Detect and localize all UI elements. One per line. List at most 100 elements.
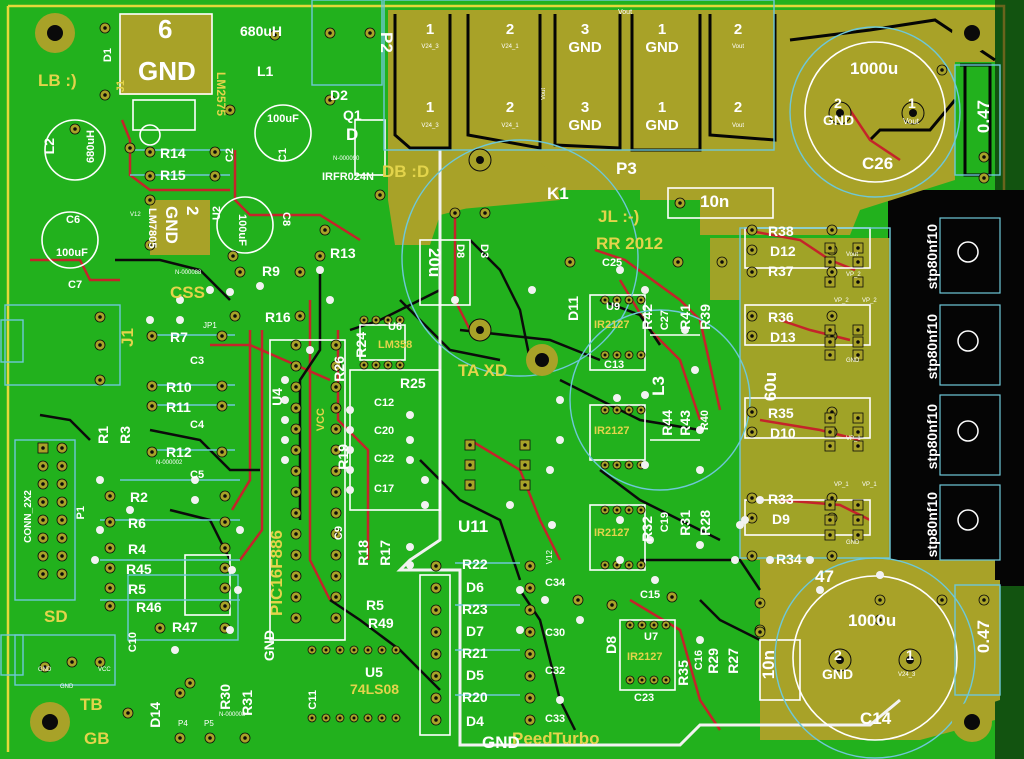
- drill-hole: [856, 533, 860, 537]
- 74ls08-label: 74LS08: [350, 681, 400, 697]
- drill-hole: [528, 696, 532, 700]
- drill-hole: [108, 604, 112, 608]
- drill-hole: [223, 494, 227, 498]
- ir2127-u10-label: IR2127: [594, 425, 630, 437]
- drill-hole: [294, 364, 298, 368]
- drill-hole: [338, 716, 342, 720]
- drill-hole: [41, 554, 45, 558]
- c4-label: C4: [190, 419, 205, 431]
- d7-label: D7: [466, 623, 484, 639]
- d5-label: D5: [466, 667, 484, 683]
- drill-hole: [362, 318, 366, 322]
- lm2575-label: LM2575: [214, 72, 228, 117]
- drill-hole: [483, 211, 487, 215]
- r30-label: R30: [217, 684, 233, 710]
- drill-hole: [394, 648, 398, 652]
- cap-10n-bottom: 10n: [759, 650, 778, 680]
- drill-hole: [334, 385, 338, 389]
- via: [741, 516, 749, 524]
- n000088-net: N-000088: [175, 270, 202, 276]
- r49-label: R49: [368, 615, 394, 631]
- vp2-net-c: VP_2: [862, 298, 877, 304]
- drill-hole: [615, 408, 619, 412]
- u7-label: U7: [644, 631, 659, 643]
- via: [316, 266, 324, 274]
- drill-hole: [352, 716, 356, 720]
- drill-hole: [720, 260, 724, 264]
- drill-hole: [982, 598, 986, 602]
- via: [616, 266, 624, 274]
- vp2-net: VP_2: [846, 272, 861, 278]
- via: [191, 476, 199, 484]
- d3-label: D3: [478, 244, 490, 259]
- r46-label: R46: [136, 599, 162, 615]
- c11-label: C11: [307, 690, 319, 710]
- drill-hole: [366, 716, 370, 720]
- via: [206, 286, 214, 294]
- c30-label: C30: [545, 627, 566, 639]
- drill-hole: [828, 340, 832, 344]
- drill-hole: [828, 328, 832, 332]
- r21-label: R21: [462, 645, 488, 661]
- via: [236, 526, 244, 534]
- d8-lower-label: D8: [603, 636, 619, 654]
- drill-hole: [394, 716, 398, 720]
- r41-label: R41: [677, 304, 693, 330]
- drill-hole: [41, 446, 45, 450]
- c10-label: C10: [127, 632, 139, 653]
- c26-pin2-net: GND: [823, 112, 855, 128]
- via: [228, 566, 236, 574]
- drill-hole: [103, 26, 107, 30]
- drill-hole: [627, 508, 631, 512]
- c19-label: C19: [659, 512, 671, 533]
- l3-label: L3: [649, 376, 668, 396]
- drill-hole: [678, 201, 682, 205]
- drill-hole: [750, 430, 754, 434]
- drill-hole: [856, 503, 860, 507]
- r16-label: R16: [265, 309, 291, 325]
- drill-hole: [208, 736, 212, 740]
- d6-label: D6: [466, 579, 484, 595]
- c7-label: C7: [68, 279, 83, 291]
- pad-net-gnd: GND: [568, 39, 602, 56]
- drill-hole: [828, 533, 832, 537]
- via: [326, 296, 334, 304]
- drill-hole: [41, 464, 45, 468]
- drill-hole: [98, 378, 102, 382]
- drill-hole: [856, 328, 860, 332]
- via: [281, 436, 289, 444]
- drill-hole: [828, 518, 832, 522]
- drill-hole: [158, 626, 162, 630]
- via: [696, 466, 704, 474]
- drill-hole: [334, 595, 338, 599]
- r22-label: R22: [462, 556, 488, 572]
- css-label: CSS: [170, 283, 205, 302]
- via: [176, 316, 184, 324]
- drill-hole: [856, 280, 860, 284]
- via: [421, 501, 429, 509]
- via: [641, 391, 649, 399]
- drill-hole: [334, 343, 338, 347]
- drill-hole: [294, 574, 298, 578]
- drill-hole: [178, 736, 182, 740]
- pad-number: 1: [657, 99, 667, 116]
- pad-number: 1: [657, 21, 667, 38]
- drill-hole: [468, 483, 472, 487]
- drill-hole: [828, 353, 832, 357]
- conn-2x2-label: CONN_2X2: [23, 490, 34, 543]
- lm7805-label: LM7805: [146, 208, 158, 249]
- r17-label: R17: [377, 540, 393, 566]
- pad-6-label: 6: [158, 14, 173, 44]
- drill-hole: [627, 408, 631, 412]
- drill-hole: [148, 150, 152, 154]
- drill-hole: [150, 384, 154, 388]
- drill-hole: [334, 364, 338, 368]
- resistor-047-bottom: 0.47: [974, 620, 993, 654]
- via: [556, 396, 564, 404]
- j1-top-label: J1: [115, 80, 127, 93]
- drill-hole: [98, 343, 102, 347]
- drill-hole: [150, 404, 154, 408]
- via: [646, 536, 654, 544]
- r11-label: R11: [166, 399, 191, 415]
- drill-hole: [220, 334, 224, 338]
